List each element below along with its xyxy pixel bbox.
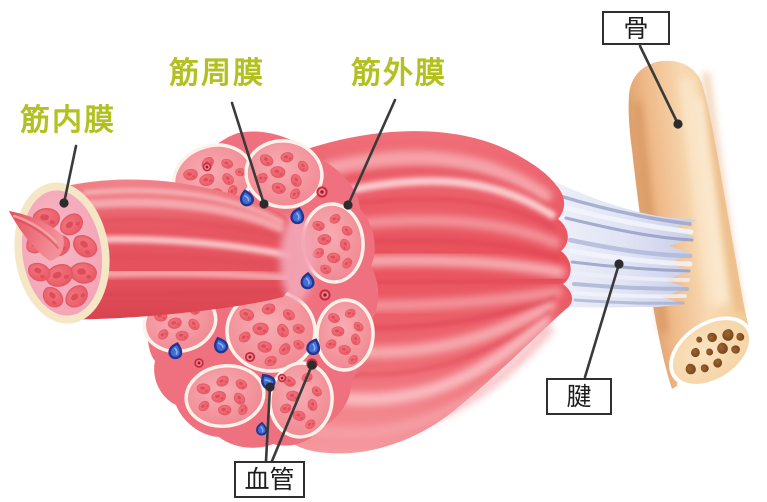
leader-lines (62, 44, 680, 463)
fascicle-cross-section (9, 182, 110, 324)
tendon-illustration (543, 176, 697, 308)
muscle-cross-section (9, 131, 379, 448)
fascicle-mid-right (315, 298, 375, 372)
leader-blood-vessel-1 (264, 385, 272, 463)
label-endomysium: 筋内膜 (20, 103, 116, 138)
label-perimysium: 筋周膜 (169, 56, 265, 91)
leader-blood-vessel-2 (270, 363, 314, 463)
pointer-dots (59, 119, 683, 392)
leader-epimysium (346, 98, 397, 207)
leader-bone (638, 44, 680, 126)
label-blood-vessel: 血管 (234, 461, 305, 498)
leader-endomysium (62, 144, 78, 205)
label-epimysium: 筋外膜 (351, 56, 447, 91)
protruding-fiber-bundle (9, 211, 64, 261)
bone-cross-section (669, 316, 753, 388)
label-bone: 骨 (602, 11, 670, 45)
leader-tendon (583, 262, 621, 379)
fascicle-top-middle (244, 139, 324, 209)
label-tendon: 腱 (546, 378, 612, 415)
fascicle-bottom-left (184, 364, 266, 428)
leader-perimysium (230, 101, 266, 206)
